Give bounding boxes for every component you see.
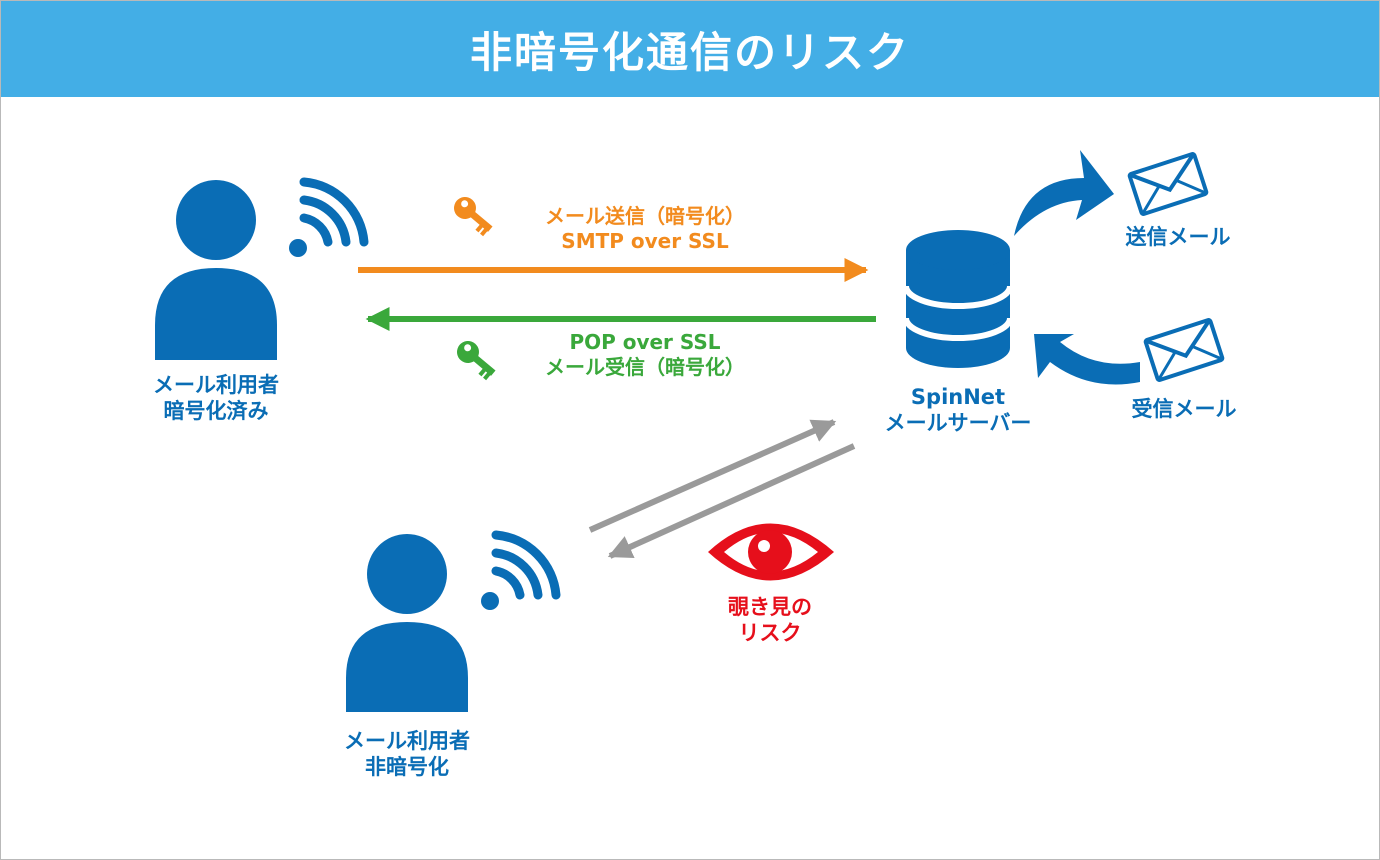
incoming-mail-arrow xyxy=(1034,334,1140,385)
insecure-receive-arrow xyxy=(607,443,856,559)
send-key-icon xyxy=(454,197,493,237)
unencrypted-user-label: メール利用者 非暗号化 xyxy=(307,728,507,781)
server-label-line1: SpinNet xyxy=(910,385,1006,409)
unencrypted-user-person-icon xyxy=(346,534,468,712)
encrypted-user-label-line1: メール利用者 xyxy=(153,373,279,397)
server-label-line2: メールサーバー xyxy=(884,411,1032,436)
risk-eye-icon xyxy=(708,523,834,581)
encrypted-user-label-line2: 暗号化済み xyxy=(163,399,269,424)
server-label: SpinNet メールサーバー xyxy=(858,384,1058,437)
unencrypted-user-label-line1: メール利用者 xyxy=(344,729,470,753)
insecure-send-arrow xyxy=(588,419,837,533)
receive-flow-label-line2: メール受信（暗号化） xyxy=(545,355,745,379)
unencrypted-user-label-line2: 非暗号化 xyxy=(365,755,449,780)
incoming-mail-label: 受信メール xyxy=(1131,397,1237,421)
receive-key-icon xyxy=(457,341,496,381)
risk-label: 覗き見の リスク xyxy=(690,594,850,647)
outgoing-envelope-icon xyxy=(1127,152,1209,216)
diagram-title: 非暗号化通信のリスク xyxy=(469,27,910,77)
outgoing-mail-arrow xyxy=(1014,150,1114,236)
send-flow-label-line1: メール送信（暗号化） xyxy=(545,204,745,228)
receive-flow-label: POP over SSL メール受信（暗号化） xyxy=(500,330,790,380)
risk-label-line1: 覗き見の xyxy=(728,595,812,619)
risk-label-line2: リスク xyxy=(738,621,802,646)
encrypted-user-label: メール利用者 暗号化済み xyxy=(116,372,316,425)
outgoing-mail-label: 送信メール xyxy=(1125,225,1231,249)
title-banner: 非暗号化通信のリスク xyxy=(1,1,1379,97)
server-database-icon xyxy=(903,230,1013,368)
send-flow-label-line2: SMTP over SSL xyxy=(561,229,729,253)
send-flow-label: メール送信（暗号化） SMTP over SSL xyxy=(500,204,790,254)
unencrypted-user-wifi-icon xyxy=(481,530,561,610)
incoming-envelope-icon xyxy=(1143,318,1225,382)
encrypted-user-wifi-icon xyxy=(289,177,369,257)
encrypted-user-person-icon xyxy=(155,180,277,360)
receive-flow-label-line1: POP over SSL xyxy=(569,330,721,354)
